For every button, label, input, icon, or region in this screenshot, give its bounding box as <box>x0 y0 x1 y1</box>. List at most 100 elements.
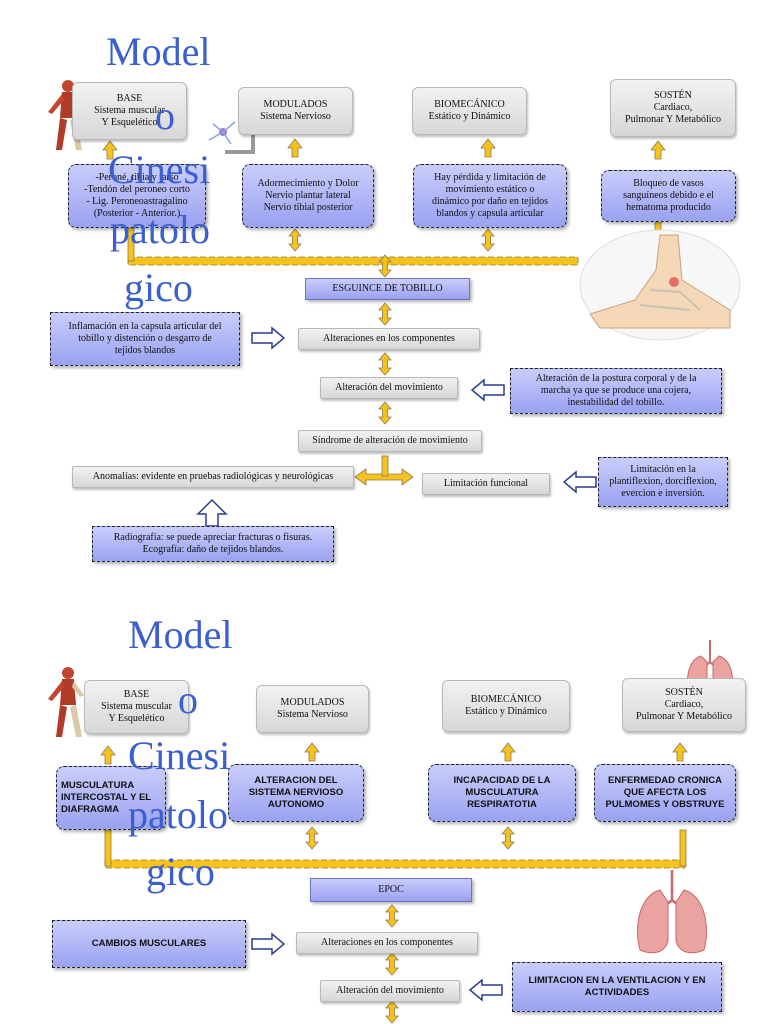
cambios-musculares-label: CAMBIOS MUSCULARES <box>91 938 207 949</box>
sindrome-box: Síndrome de alteración de movimiento <box>298 430 482 452</box>
bloqueo-line-2: sanguíneos debido e el <box>623 190 714 201</box>
bottom-title-line-3: Cinesi <box>128 733 231 778</box>
modulados-line-1-2: Sistema Nervioso <box>277 709 348 720</box>
postura-line-1: Alteración de la postura corporal y de l… <box>535 373 697 384</box>
sistema-nervioso-line-3: AUTONOMO <box>267 799 325 810</box>
anomalias-label: Anomalías: evidente en pruebas radiológi… <box>92 471 334 482</box>
arrow-left-postura <box>471 379 505 401</box>
alteraciones-label-2: Alteraciones en los componentes <box>321 937 453 948</box>
arrow-double-sindrome <box>378 401 392 425</box>
sistema-nervioso-box: ALTERACION DEL SISTEMA NERVIOSO AUTONOMO <box>228 764 364 822</box>
sosten-box-2: SOSTÉN Cardiaco, Pulmonar Y Metabólico <box>622 678 746 732</box>
limitacion-ventilacion-line-2: ACTIVIDADES <box>584 987 650 998</box>
adormecimiento-line-3: Nervio tibial posterior <box>263 202 353 213</box>
limitacion-ventilacion-line-1: LIMITACION EN LA VENTILACION Y EN <box>528 975 706 986</box>
radiografia-line-2: Ecografía: daño de tejidos blandos. <box>142 544 284 555</box>
musculatura-box: MUSCULATURA INTERCOSTAL Y EL DIAFRAGMA <box>56 766 166 830</box>
arrow-up-modulados <box>287 138 303 158</box>
bottom-horizontal-connector <box>104 829 687 869</box>
limitacion-ventilacion-box: LIMITACION EN LA VENTILACION Y EN ACTIVI… <box>512 962 722 1012</box>
arrow-double-biomecanico-2 <box>501 826 515 850</box>
adormecimiento-line-2: Nervio plantar lateral <box>265 190 351 201</box>
arrow-double-epoc <box>385 904 399 928</box>
arrow-up-radiografia <box>196 498 228 527</box>
arrow-double-movimiento-2 <box>385 1000 399 1024</box>
enfermedad-line-3: PULMOMES Y OBSTRUYE <box>605 799 725 810</box>
modulados-box: MODULADOS Sistema Nervioso <box>238 87 353 135</box>
arrow-up-sosten-2 <box>672 742 688 762</box>
alteraciones-box: Alteraciones en los componentes <box>298 328 480 350</box>
bottom-title-line-1: Model <box>128 612 233 657</box>
inflamacion-line-2: tobillo y distención o desgarro de <box>78 333 212 344</box>
limitacion-flexion-box: Limitación en la plantiflexion, dorcifle… <box>598 457 728 507</box>
neuron-icon <box>208 121 255 154</box>
adormecimiento-box: Adormecimiento y Dolor Nervio plantar la… <box>242 164 374 228</box>
sosten-line-2: Pulmonar Y Metabólico <box>625 114 721 125</box>
base-line-2: Y Esquelético <box>101 117 158 128</box>
arrow-double-modulados <box>288 228 302 252</box>
limitacion-funcional-box: Limitación funcional <box>422 473 550 495</box>
sosten-heading: SOSTÉN <box>654 90 692 101</box>
alteracion-movimiento-box: Alteración del movimiento <box>320 377 458 399</box>
radiografia-box: Radiografía: se puede apreciar fracturas… <box>92 526 334 562</box>
base-line-2-2: Y Esquelético <box>108 713 165 724</box>
peroneo-line-2: -Tendón del peroneo corto <box>84 184 190 195</box>
base-line-1: Sistema muscular <box>94 105 165 116</box>
inflamacion-box: Inflamación en la capsula articular del … <box>50 312 240 366</box>
arrow-right-cambios <box>251 933 285 955</box>
arrow-up-base-2 <box>100 745 116 765</box>
alteracion-movimiento-label: Alteración del movimiento <box>335 382 443 393</box>
base-line-1-2: Sistema muscular <box>101 701 172 712</box>
foot-ankle-icon <box>579 229 741 341</box>
perdida-line-2: movimiento estático o <box>445 184 535 195</box>
sosten-line-2-2: Pulmonar Y Metabólico <box>636 711 732 722</box>
sindrome-label: Síndrome de alteración de movimiento <box>312 435 468 446</box>
arrow-right-inflamacion <box>251 327 285 349</box>
top-title-line-4: patolo <box>110 207 210 252</box>
arrow-double-alteraciones-2 <box>385 952 399 976</box>
musculatura-line-3: DIAFRAGMA <box>61 804 120 815</box>
arrow-double-alteraciones <box>378 302 392 326</box>
postura-box: Alteración de la postura corporal y de l… <box>510 368 722 414</box>
arrow-up-sosten <box>650 140 666 160</box>
arrow-up-modulados-2 <box>304 742 320 762</box>
bloqueo-vasos-box: Bloqueo de vasos sanguíneos debido e el … <box>601 170 736 222</box>
modulados-heading-2: MODULADOS <box>280 697 345 708</box>
modulados-heading: MODULADOS <box>263 99 328 110</box>
bloqueo-line-3: hematoma producido <box>626 202 711 213</box>
biomecanico-box: BIOMECÁNICO Estático y Dinámico <box>412 87 527 135</box>
enfermedad-line-1: ENFERMEDAD CRONICA <box>608 775 722 786</box>
peroneo-line-3: - Lig. Peroneoastragalino <box>86 196 188 207</box>
sosten-line-1-2: Cardiaco, <box>664 699 704 710</box>
bottom-title-line-5: gico <box>146 849 215 894</box>
epoc-label: EPOC <box>378 884 404 895</box>
lungs-icon-2 <box>637 870 707 954</box>
anatomy-figure-icon-2 <box>48 667 84 737</box>
base-box: BASE Sistema muscular Y Esquelético <box>72 82 187 140</box>
arrow-sindrome-branch <box>354 455 414 486</box>
perdida-line-4: blandos y capsula articular <box>436 208 544 219</box>
sistema-nervioso-line-1: ALTERACION DEL <box>254 775 338 786</box>
arrow-left-ventilacion <box>469 979 503 1001</box>
biomecanico-box-2: BIOMECÁNICO Estático y Dinámico <box>442 680 570 732</box>
incapacidad-line-3: RESPIRATOTIA <box>467 799 537 810</box>
incapacidad-line-1: INCAPACIDAD DE LA <box>453 775 551 786</box>
arrow-double-biomecanico <box>481 228 495 252</box>
adormecimiento-line-1: Adormecimiento y Dolor <box>257 178 359 189</box>
esguince-box: ESGUINCE DE TOBILLO <box>305 278 470 300</box>
sosten-heading-2: SOSTÉN <box>665 687 703 698</box>
biomecanico-heading-2: BIOMECÁNICO <box>470 694 542 705</box>
alteraciones-box-2: Alteraciones en los componentes <box>296 932 478 954</box>
perdida-line-1: Hay pérdida y limitación de <box>434 172 546 183</box>
inflamacion-line-1: Inflamación en la capsula articular del <box>68 321 222 332</box>
peroneo-line-1: -Peroné, tibia y tarso <box>95 172 179 183</box>
peroneo-line-4: (Posterior - Anterior.) <box>93 208 181 219</box>
arrow-double-movimiento <box>378 352 392 376</box>
sosten-box: SOSTÉN Cardiaco, Pulmonar Y Metabólico <box>610 79 736 137</box>
modulados-box-2: MODULADOS Sistema Nervioso <box>256 685 369 733</box>
sistema-nervioso-line-2: SISTEMA NERVIOSO <box>248 787 344 798</box>
musculatura-line-1: MUSCULATURA <box>61 780 135 791</box>
anomalias-box: Anomalías: evidente en pruebas radiológi… <box>72 466 354 488</box>
enfermedad-line-2: QUE AFECTA LOS <box>623 787 707 798</box>
top-title-line-1: Model <box>106 29 211 74</box>
